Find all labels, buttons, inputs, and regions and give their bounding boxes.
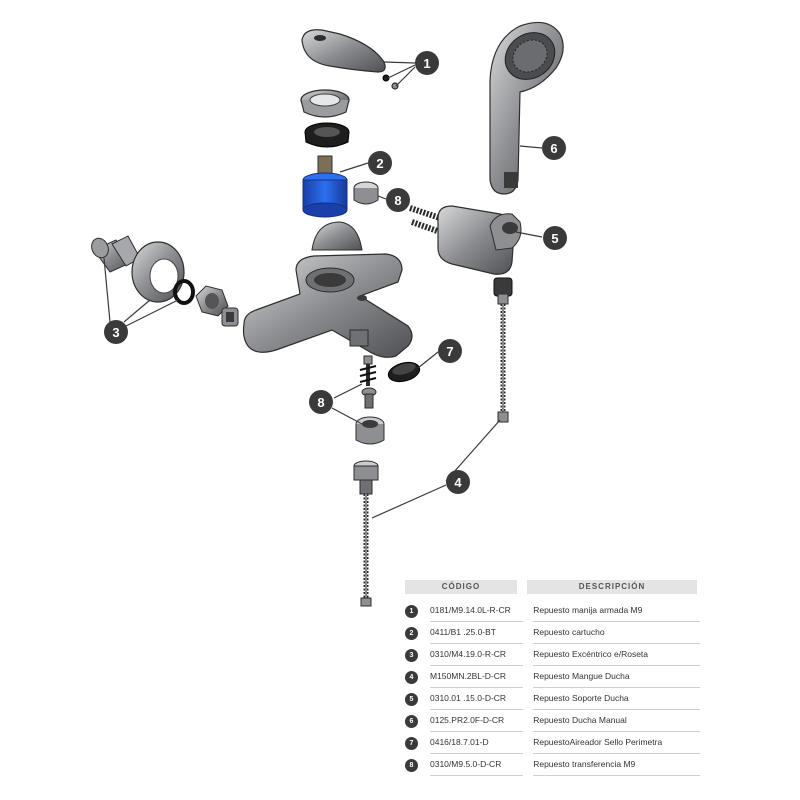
diverter-cap-part [353, 181, 379, 205]
row-number-badge: 2 [405, 626, 418, 640]
callout-1-label: 1 [423, 56, 430, 71]
row-number-badge: 7 [405, 736, 418, 750]
header-description: DESCRIPCIÓN [527, 580, 697, 594]
callout-3-label: 3 [112, 325, 119, 340]
row-number-badge: 1 [405, 604, 418, 618]
aerator-part [387, 361, 421, 383]
row-number-badge: 5 [405, 692, 418, 706]
callout-6-label: 6 [550, 141, 557, 156]
row-description: Repuesto manija armada M9 [533, 600, 700, 622]
callout-5-label: 5 [551, 231, 558, 246]
row-description: Repuesto Mangue Ducha [533, 666, 700, 688]
callout-7: 7 [438, 339, 462, 363]
mixer-body [242, 221, 413, 358]
callout-7-label: 7 [446, 344, 453, 359]
row-code: M150MN.2BL-D-CR [430, 666, 524, 688]
header-code: CÓDIGO [405, 580, 517, 594]
eccentric-fitting-part [91, 235, 141, 273]
table-row: 3 0310/M4.19.0-R-CR Repuesto Excéntrico … [405, 644, 700, 666]
row-code: 0310/M9.5.0-D-CR [430, 754, 524, 776]
row-number-badge: 4 [405, 670, 418, 684]
row-description: RepuestoAireador Sello Perimetra [533, 732, 700, 754]
row-description: Repuesto cartucho [533, 622, 700, 644]
row-description: Repuesto transferencia M9 [533, 754, 700, 776]
callout-3: 3 [104, 320, 128, 344]
bonnet-ring-part [300, 89, 350, 118]
transfer-stem-part [359, 355, 377, 409]
hand-shower-part [489, 21, 564, 195]
callout-4: 4 [446, 470, 470, 494]
parts-table: CÓDIGO DESCRIPCIÓN 1 0181/M9.14.0L-R-CR … [405, 580, 700, 776]
cartridge-part [302, 155, 348, 218]
callout-2: 2 [368, 151, 392, 175]
table-row: 2 0411/B1 .25.0-BT Repuesto cartucho [405, 622, 700, 644]
callout-8-upper-label: 8 [394, 193, 401, 208]
shower-holder-part [409, 205, 522, 275]
row-code: 0416/18.7.01-D [430, 732, 524, 754]
table-row: 4 M150MN.2BL-D-CR Repuesto Mangue Ducha [405, 666, 700, 688]
callout-6: 6 [542, 136, 566, 160]
row-description: Repuesto Soporte Ducha [533, 688, 700, 710]
row-code: 0310/M4.19.0-R-CR [430, 644, 524, 666]
leader-lines [103, 61, 543, 519]
table-header: CÓDIGO DESCRIPCIÓN [405, 580, 700, 594]
callout-8-lower-label: 8 [317, 395, 324, 410]
callout-8-upper: 8 [386, 188, 410, 212]
callout-1: 1 [415, 51, 439, 75]
hex-nut-part [195, 285, 229, 317]
callout-2-label: 2 [376, 156, 383, 171]
row-number-badge: 8 [405, 758, 418, 772]
row-code: 0181/M9.14.0L-R-CR [430, 600, 524, 622]
table-row: 8 0310/M9.5.0-D-CR Repuesto transferenci… [405, 754, 700, 776]
table-row: 6 0125.PR2.0F-D-CR Repuesto Ducha Manual [405, 710, 700, 732]
row-code: 0310.01 .15.0-D-CR [430, 688, 524, 710]
left-hose-part [353, 460, 379, 607]
callout-5: 5 [543, 226, 567, 250]
row-description: Repuesto Ducha Manual [533, 710, 700, 732]
lock-nut-part [304, 122, 350, 148]
row-code: 0125.PR2.0F-D-CR [430, 710, 524, 732]
callout-4-label: 4 [454, 475, 462, 490]
table-row: 1 0181/M9.14.0L-R-CR Repuesto manija arm… [405, 600, 700, 622]
row-description: Repuesto Excéntrico e/Roseta [533, 644, 700, 666]
table-row: 7 0416/18.7.01-D RepuestoAireador Sello … [405, 732, 700, 754]
hose-fitting-part [355, 416, 385, 445]
row-number-badge: 3 [405, 648, 418, 662]
row-code: 0411/B1 .25.0-BT [430, 622, 524, 644]
callout-8-lower: 8 [309, 390, 333, 414]
table-rows: 1 0181/M9.14.0L-R-CR Repuesto manija arm… [405, 600, 700, 776]
right-hose-part [493, 277, 513, 423]
table-row: 5 0310.01 .15.0-D-CR Repuesto Soporte Du… [405, 688, 700, 710]
handle-lever-part [301, 29, 399, 90]
filter-insert-part [221, 307, 239, 327]
washer-part [173, 279, 195, 305]
row-number-badge: 6 [405, 714, 418, 728]
rosette-part [131, 241, 185, 303]
